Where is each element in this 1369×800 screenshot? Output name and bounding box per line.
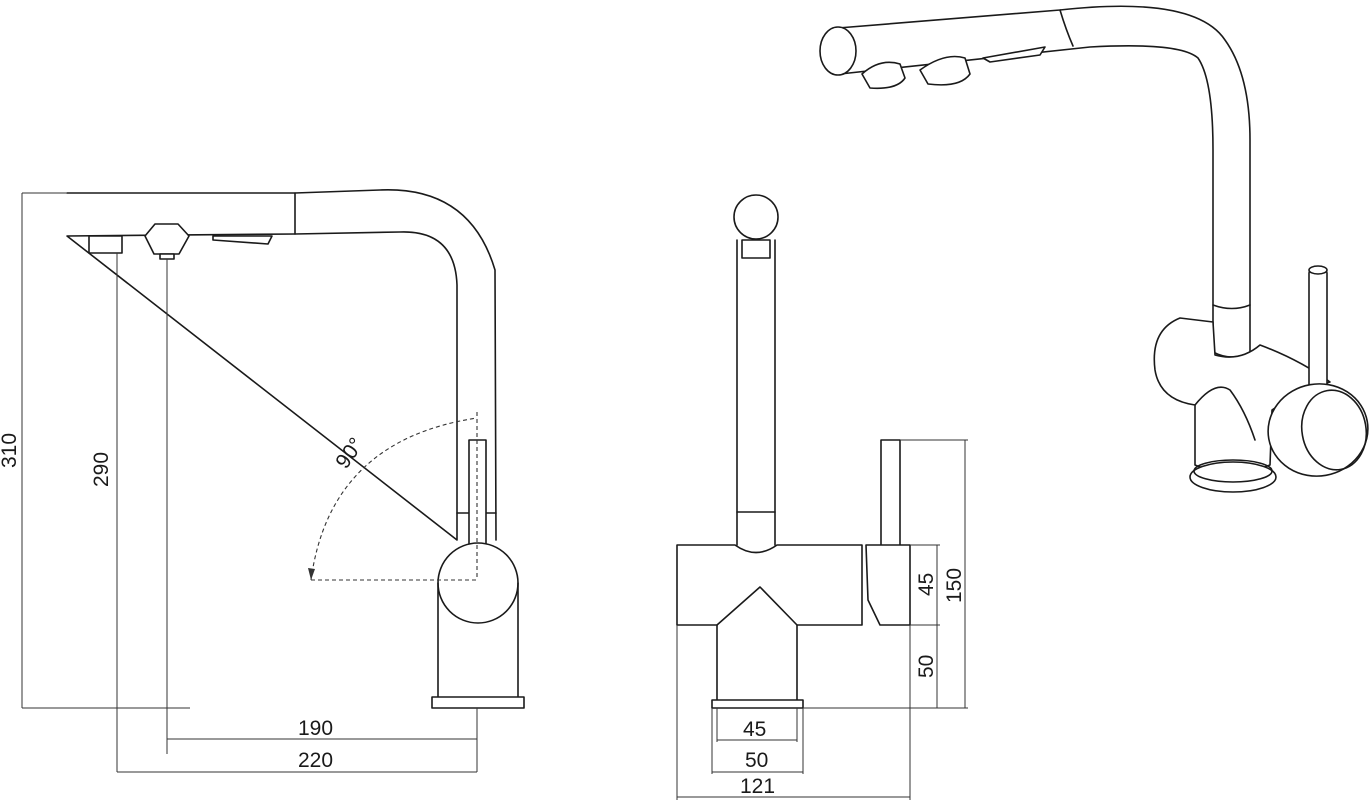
persp-outlet-1 [861, 61, 906, 90]
front-spout-neck [741, 239, 771, 259]
persp-body-notch [1194, 386, 1256, 441]
dim-reach-inner-label: 190 [298, 717, 333, 740]
persp-spout-end [819, 26, 857, 76]
front-lever-cap [865, 544, 911, 626]
dim-overall-width-label: 121 [740, 775, 775, 798]
side-outlet-hex [144, 223, 190, 255]
front-view: 45 150 50 45 50 121 [676, 194, 968, 800]
persp-base-ring-inner [1193, 459, 1273, 483]
persp-base-ring [1189, 461, 1277, 493]
side-body-circle [437, 542, 519, 624]
side-spout-outline [66, 189, 497, 541]
side-base-walls [437, 582, 519, 698]
side-view: 90° 310 290 190 220 [0, 189, 525, 773]
dim-spout-height-label: 290 [90, 452, 113, 487]
front-base-plate [711, 699, 804, 709]
rotation-arrow-head [308, 568, 315, 580]
dim-total-height-label: 310 [0, 433, 21, 468]
side-outlet-nozzle [159, 253, 175, 260]
persp-switch-lever [982, 46, 1046, 63]
side-outlet-left [88, 235, 123, 254]
front-spout-head [733, 194, 779, 240]
persp-spout-band [1212, 304, 1251, 358]
dim-body-height-label: 45 [915, 573, 938, 596]
persp-spout-joint [1059, 9, 1074, 47]
dim-base-outer-width-label: 50 [745, 749, 768, 772]
persp-lever-handle [1308, 269, 1328, 401]
dim-base-height-label: 50 [915, 655, 938, 678]
front-spout-tube [736, 239, 776, 546]
persp-spout-outline [837, 5, 1251, 306]
persp-lever-top [1308, 265, 1328, 275]
persp-body [1153, 317, 1331, 474]
persp-outlet-2 [919, 55, 971, 86]
dim-front-total-height-label: 150 [943, 568, 966, 603]
persp-side-cap [1267, 383, 1369, 477]
perspective-view [819, 5, 1369, 493]
dim-base-inner-width-label: 45 [743, 718, 766, 741]
front-lever-handle [880, 439, 901, 548]
side-switch-lever [212, 235, 273, 245]
front-body [676, 544, 863, 626]
side-base-plate [431, 696, 525, 709]
front-base-walls [716, 624, 798, 701]
dim-reach-outer-label: 220 [298, 749, 333, 772]
persp-side-cap-face [1300, 389, 1368, 471]
